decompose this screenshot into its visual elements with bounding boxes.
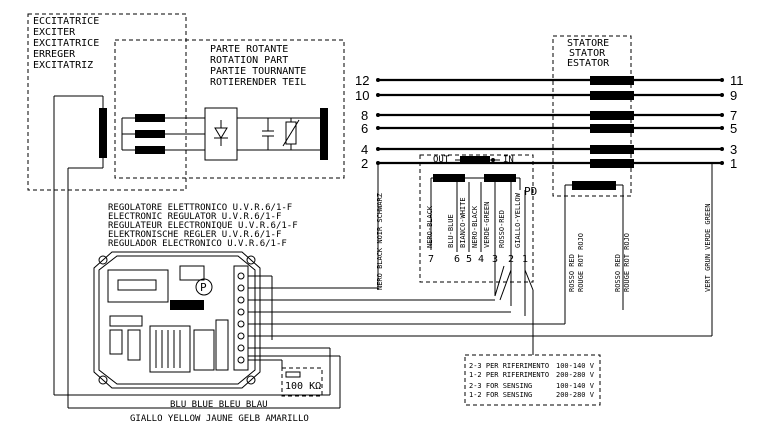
- stator-label-group: STATORE STATOR ESTATOR: [567, 38, 610, 69]
- rotor-label-1: PARTE ROTANTE: [210, 44, 288, 55]
- pin-6: 6: [454, 254, 460, 265]
- connector-block: [419, 154, 534, 283]
- regulator-wiring: [54, 275, 713, 409]
- exciter-label-2: EXCITER: [33, 27, 76, 38]
- terminal-9: 9: [730, 88, 737, 103]
- resistor-label: 100 KΩ: [285, 381, 321, 392]
- main-field-coil: [320, 108, 328, 160]
- terminal-6: 6: [361, 121, 368, 136]
- connector-wire-labels: NERO-BLACK BLU-BLUE BIANCO-WHITE NERO-BL…: [426, 192, 522, 248]
- sensing-row-3-label: 2-3 FOR SENSING: [469, 382, 532, 390]
- terminal-labels-left: 12 10 8 6 4 2: [355, 73, 369, 171]
- terminal-3: 3: [730, 142, 737, 157]
- pin-4: 4: [478, 254, 484, 265]
- red-wire-left-label-2: ROUGE ROT ROJO: [577, 233, 585, 292]
- red-wire-right-label-2: ROUGE ROT ROJO: [623, 233, 631, 292]
- auxiliary-winding: [572, 181, 616, 190]
- regulator-terminal-strip: [233, 265, 249, 371]
- terminal-1: 1: [730, 156, 737, 171]
- potentiometer-icon[interactable]: [195, 278, 213, 296]
- connector-in-label: IN: [503, 155, 514, 165]
- blue-wire-label: BLU BLUE BLEU BLAU: [170, 400, 268, 410]
- wire-label-verde-green: VERDE-GREEN: [483, 202, 491, 248]
- regulator-label-4: ELEKTRONISCHE REGLER U.V.R.6/1-F: [108, 230, 281, 240]
- pin-5: 5: [466, 254, 472, 265]
- stator-label-2: STATOR: [569, 48, 606, 59]
- terminal-2: 2: [361, 156, 368, 171]
- terminal-dots: [376, 78, 724, 165]
- pd-label: PD: [524, 185, 537, 198]
- terminal-labels-right: 11 9 7 5 3 1: [730, 73, 744, 171]
- sensing-row-3-value: 100-140 V: [556, 382, 595, 390]
- terminal-5: 5: [730, 121, 737, 136]
- regulator-label-5: REGULADOR ELECTRONICO U.V.R.6/1-F: [108, 239, 287, 249]
- regulator-label-3: REGULATEUR ELECTRONIQUE U.V.R.6/1-F: [108, 221, 298, 231]
- terminal-7: 7: [730, 108, 737, 123]
- regulator-label-2: ELECTRONIC REGULATOR U.V.R.6/1-F: [108, 212, 281, 222]
- stator-windings: [378, 76, 722, 190]
- terminal-10: 10: [355, 88, 369, 103]
- connector-out-label: OUT: [433, 155, 450, 165]
- black-wire-label: NERO BLACK NOIR SCHWARZ: [376, 193, 384, 290]
- terminal-8: 8: [361, 108, 368, 123]
- terminal-12: 12: [355, 73, 369, 88]
- exciter-box: [27, 13, 187, 191]
- sensing-row-1-label: 2-3 PER RIFERIMENTO: [469, 362, 549, 370]
- exciter-label-5: EXCITATRIZ: [33, 60, 93, 71]
- green-wire-label: VERT GRUN VERDE GREEN: [704, 203, 712, 292]
- wire-label-bianco-white: BIANCO-WHITE: [459, 197, 467, 248]
- wire-label-nero-black-1: NERO-BLACK: [426, 205, 434, 248]
- exciter-label-4: ERREGER: [33, 49, 76, 60]
- regulator-label-1: REGOLATORE ELETTRONICO U.V.R.6/1-F: [108, 203, 292, 213]
- exciter-field-coil: [99, 108, 107, 158]
- sensing-row-4-label: 1-2 FOR SENSING: [469, 391, 532, 399]
- connector-link: [460, 156, 490, 164]
- yellow-wire-label: GIALLO YELLOW JAUNE GELB AMARILLO: [130, 414, 309, 424]
- rotor-label-group: PARTE ROTANTE ROTATION PART PARTIE TOURN…: [210, 44, 306, 88]
- red-wire-left-label-1: ROSSO RED: [568, 254, 576, 292]
- wire-label-rosso-red: ROSSO-RED: [498, 210, 506, 248]
- exciter-label-3: EXCITATRICE: [33, 38, 99, 49]
- regulator-label-group: REGOLATORE ELETTRONICO U.V.R.6/1-F ELECT…: [108, 203, 298, 249]
- sensing-row-4-value: 200-280 V: [556, 391, 595, 399]
- terminal-11: 11: [730, 73, 744, 88]
- wire-label-nero-black-2: NERO-BLACK: [471, 205, 479, 248]
- red-wire-right-label-1: ROSSO RED: [614, 254, 622, 292]
- regulator-board: [93, 251, 261, 389]
- resistor-box: [281, 367, 323, 397]
- sensing-row-2-value: 200-280 V: [556, 371, 595, 379]
- wire-label-giallo-yellow: GIALLO-YELLOW: [514, 192, 522, 248]
- rectifier-bridge: [204, 107, 238, 161]
- potentiometer-label: P: [200, 281, 207, 294]
- rotor-label-2: ROTATION PART: [210, 55, 288, 66]
- rotor-label-4: ROTIERENDER TEIL: [210, 77, 306, 88]
- terminal-4: 4: [361, 142, 368, 157]
- stator-label-3: ESTATOR: [567, 58, 610, 69]
- sensing-row-2-label: 1-2 PER RIFERIMENTO: [469, 371, 549, 379]
- diode-icon: [214, 127, 228, 139]
- sensing-row-1-value: 100-140 V: [556, 362, 595, 370]
- exciter-label-group: ECCITATRICE EXCITER EXCITATRICE ERREGER …: [33, 16, 99, 71]
- stator-label-1: STATORE: [567, 38, 609, 49]
- connector-pin-numbers: 7 6 5 4 3 2 1: [428, 254, 528, 265]
- rotor-box: [114, 39, 345, 179]
- wire-label-blu-blue: BLU-BLUE: [447, 214, 455, 248]
- pin-7: 7: [428, 254, 434, 265]
- rotor-armature-coils: [121, 114, 205, 154]
- rotor-label-3: PARTIE TOURNANTE: [210, 66, 306, 77]
- sensing-table: 2-3 PER RIFERIMENTO 100-140 V 1-2 PER RI…: [464, 354, 601, 406]
- resistor-icon: [285, 371, 301, 378]
- exciter-label-1: ECCITATRICE: [33, 16, 99, 27]
